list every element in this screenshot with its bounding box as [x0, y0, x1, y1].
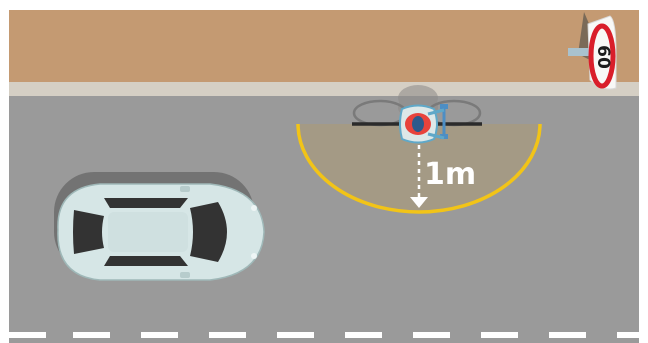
grass-verge [9, 10, 639, 82]
cyclist [400, 106, 444, 143]
car-side-window-top [104, 198, 188, 208]
speed-limit-value: 60 [593, 45, 613, 69]
kerb [9, 82, 639, 96]
car-windscreen [190, 202, 227, 262]
car-rear-window [73, 210, 104, 254]
distance-label: 1m [424, 160, 476, 190]
car-side-window-bottom [104, 256, 188, 266]
car [58, 184, 264, 280]
